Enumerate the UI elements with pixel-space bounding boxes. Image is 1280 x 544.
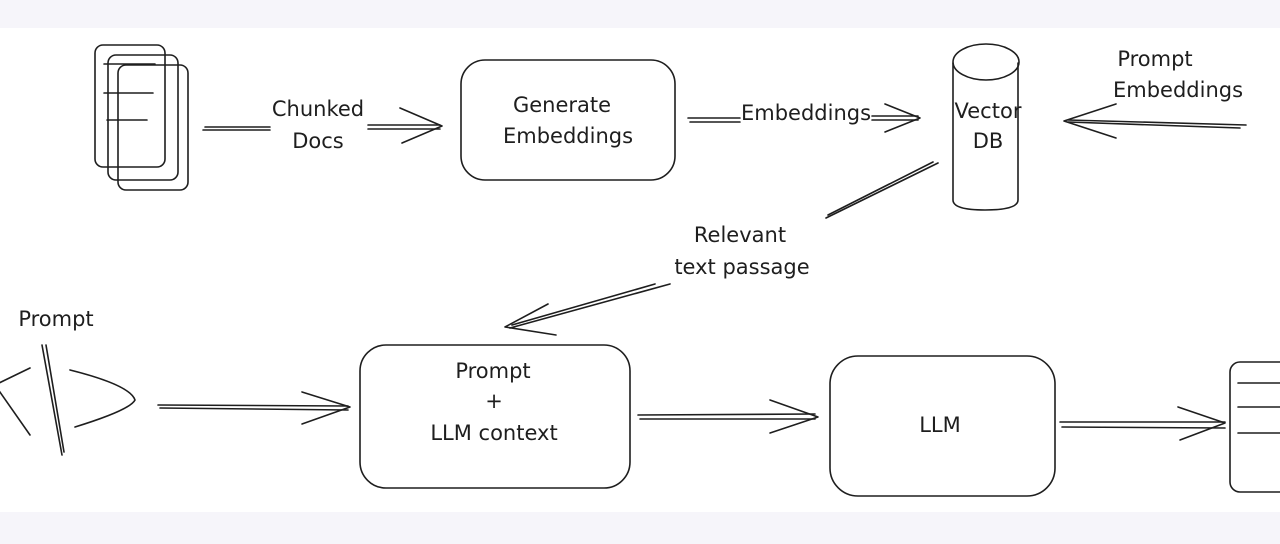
edge-label-prompt-embeddings: Embeddings — [1113, 78, 1243, 102]
node-label-generate: Generate — [513, 93, 611, 117]
llm-node: LLM — [829, 355, 1056, 497]
edge-context-to-llm — [637, 399, 819, 434]
edge-llm-to-output — [1059, 406, 1226, 441]
node-label-db: DB — [973, 129, 1004, 153]
generate-embeddings-node: Generate Embeddings — [460, 59, 676, 181]
edge-chunked-docs: Chunked Docs — [202, 97, 443, 153]
node-label-prompt: Prompt — [455, 359, 530, 383]
prompt-label: Prompt — [18, 307, 93, 331]
edge-embeddings: Embeddings — [687, 101, 921, 133]
node-label-embeddings: Embeddings — [503, 124, 633, 148]
edge-label-prompt: Prompt — [1117, 47, 1192, 71]
edge-label-text-passage: text passage — [674, 255, 809, 279]
vector-db-node: Vector DB — [952, 43, 1022, 211]
edge-prompt-embeddings: Prompt Embeddings — [1063, 47, 1247, 139]
node-label-vector: Vector — [955, 99, 1022, 123]
node-label-plus: + — [485, 389, 503, 413]
edge-label-docs: Docs — [292, 129, 344, 153]
node-label-llm: LLM — [919, 413, 961, 437]
document-stack-icon — [94, 44, 189, 191]
edge-label-relevant: Relevant — [694, 223, 786, 247]
node-label-llm-context: LLM context — [430, 421, 557, 445]
edge-label-chunked: Chunked — [272, 97, 364, 121]
diagram-canvas: Chunked Docs Generate Embeddings Embeddi… — [0, 28, 1280, 512]
prompt-context-node: Prompt + LLM context — [359, 344, 631, 489]
document-icon — [1229, 361, 1280, 493]
code-brackets-icon: Prompt — [0, 307, 136, 456]
edge-label-embeddings: Embeddings — [741, 101, 871, 125]
rag-flow-diagram: Chunked Docs Generate Embeddings Embeddi… — [0, 43, 1280, 497]
edge-prompt — [157, 391, 351, 425]
edge-relevant-passage: Relevant text passage — [504, 161, 939, 336]
